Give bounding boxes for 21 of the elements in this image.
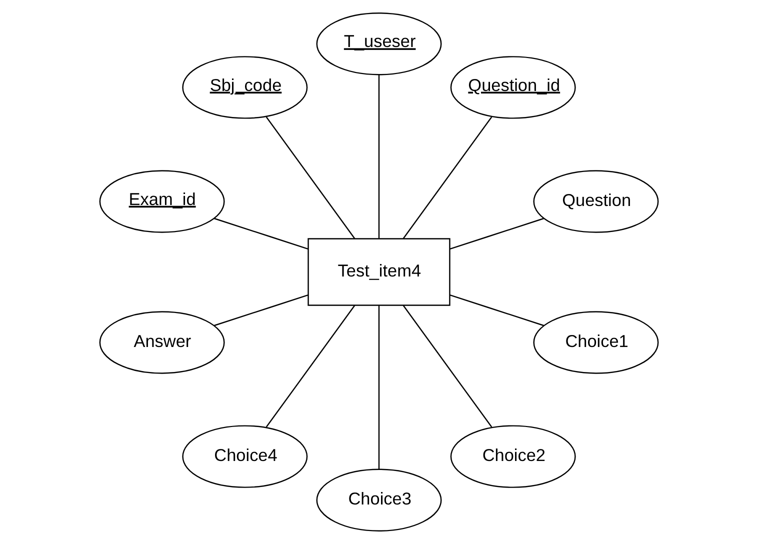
node-ellipse: Sbj_code <box>182 56 308 119</box>
node-ellipse: Question <box>533 170 659 233</box>
connector <box>378 74 380 238</box>
connector <box>402 116 492 239</box>
node-ellipse: Choice3 <box>316 468 442 532</box>
node-ellipse: Exam_id <box>99 170 225 233</box>
node-ellipse: T_useser <box>316 12 442 76</box>
connector <box>214 218 308 250</box>
connector <box>450 218 544 250</box>
node-box: Test_item4 <box>308 238 450 306</box>
node-ellipse: Choice2 <box>450 425 576 488</box>
connector <box>266 116 356 239</box>
node-ellipse: Answer <box>99 311 225 374</box>
connector <box>378 306 380 470</box>
connector <box>450 294 544 326</box>
node-ellipse: Choice1 <box>533 311 659 374</box>
node-ellipse: Choice4 <box>182 425 308 488</box>
node-ellipse: Question_id <box>450 56 576 119</box>
connector <box>266 305 356 428</box>
connector <box>402 305 492 428</box>
connector <box>214 294 308 326</box>
